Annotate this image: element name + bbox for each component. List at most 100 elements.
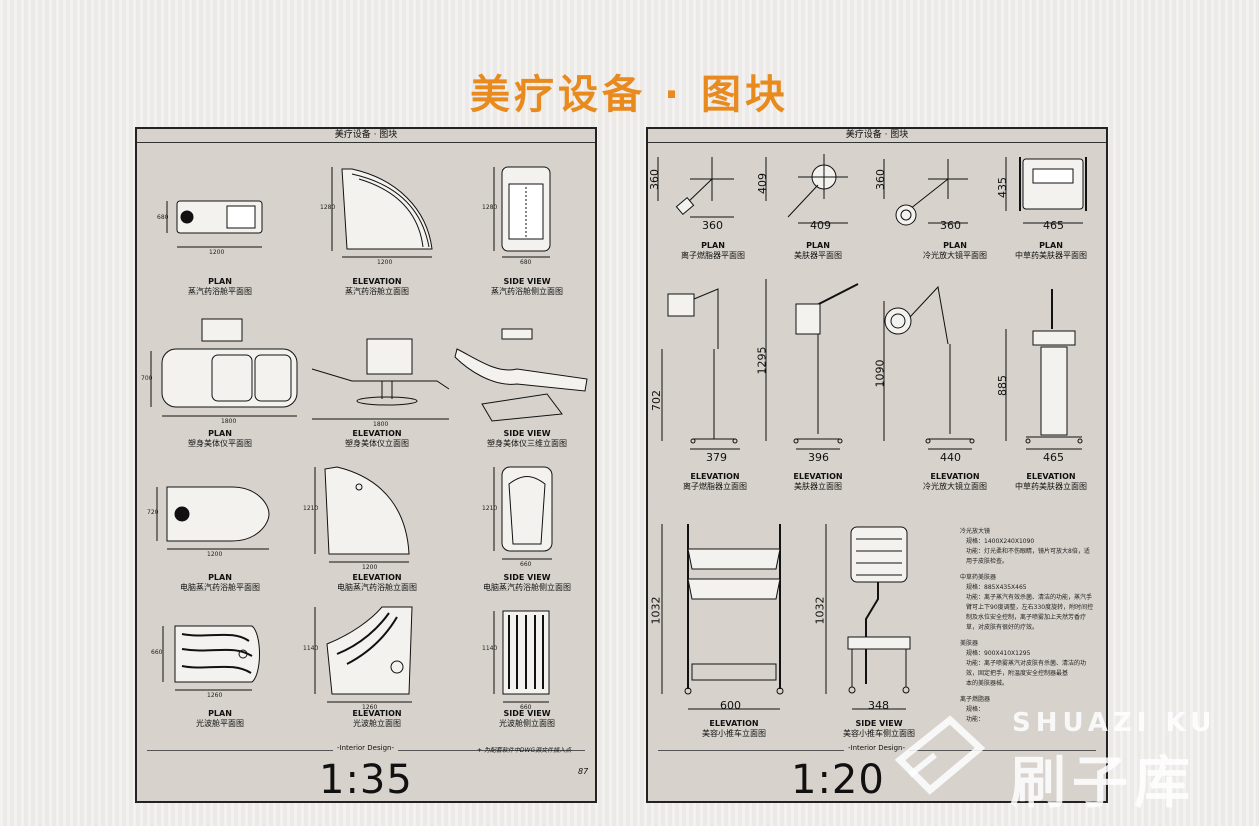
dim-label: 680 xyxy=(157,214,169,221)
dim-label: 360 xyxy=(702,219,723,232)
dim-label: 1280 xyxy=(482,204,498,211)
light-wave-cabin-elevation-drawing xyxy=(314,606,413,703)
watermark-cn: 刷子库 xyxy=(1010,751,1196,816)
left-drawing-sheet: 美疗设备 · 图块 xyxy=(135,127,597,803)
cold-light-magnifier-plan-drawing xyxy=(883,159,968,226)
dim-label: 600 xyxy=(720,699,741,712)
dim-label: 435 xyxy=(996,177,1009,198)
dim-label: 1280 xyxy=(320,204,336,211)
steam-cabin-plan-drawing xyxy=(166,200,263,248)
cold-light-magnifier-elevation-drawing xyxy=(883,285,975,450)
dim-label: 1800 xyxy=(373,421,389,428)
body-shaping-plan-drawing xyxy=(150,318,298,417)
dim-label: 1140 xyxy=(303,645,319,652)
skin-care-device-plan-drawing xyxy=(765,154,848,224)
body-shaping-3d-drawing xyxy=(454,328,588,422)
dim-label: 396 xyxy=(808,451,829,464)
dim-label: 660 xyxy=(520,704,532,711)
right-sheet-drawings xyxy=(657,154,1087,710)
spec-title: 离子燃脂器 xyxy=(960,696,991,703)
computer-steam-cabin-side-drawing xyxy=(493,466,553,560)
spec-line: 本的美肤器械。 xyxy=(966,680,1009,687)
dim-label: 1032 xyxy=(649,596,663,625)
spec-line: 臂可上下90度调整，左右330度旋转，附时间控 xyxy=(966,604,1094,611)
spec-line: 功能： xyxy=(966,716,985,723)
spec-title: 冷光放大镜 xyxy=(960,528,991,535)
dim-label: 360 xyxy=(648,169,661,190)
light-wave-cabin-side-drawing xyxy=(493,610,550,703)
dim-label: 1200 xyxy=(209,249,225,256)
skin-care-device-elevation-drawing xyxy=(765,279,859,450)
spec-title: 美肤器 xyxy=(960,640,979,647)
light-wave-cabin-plan-drawing xyxy=(162,625,260,691)
spec-line: 制及水位安全控制，离子喷雾加上天然芳香疗 xyxy=(966,614,1087,621)
computer-steam-cabin-elevation-drawing xyxy=(314,466,410,563)
dim-label: 360 xyxy=(874,169,887,190)
dim-label: 465 xyxy=(1043,451,1064,464)
dim-label: 1210 xyxy=(303,505,319,512)
dim-label: 348 xyxy=(868,699,889,712)
ion-fat-burner-elevation-drawing xyxy=(661,288,740,450)
ion-fat-burner-plan-drawing xyxy=(657,157,734,218)
dim-label: 1260 xyxy=(362,704,378,711)
dim-label: 1260 xyxy=(207,692,223,699)
dim-label: 440 xyxy=(940,451,961,464)
spec-title: 中草药美肤器 xyxy=(960,574,997,581)
dim-label: 660 xyxy=(151,649,163,656)
brush-logo-icon xyxy=(894,715,986,795)
dim-label: 720 xyxy=(147,509,159,516)
spec-line: 规格：1400X240X1090 xyxy=(966,538,1035,545)
dim-label: 409 xyxy=(756,173,769,194)
dim-label: 660 xyxy=(520,561,532,568)
watermark-latin: SHUAZI KU xyxy=(1012,708,1217,738)
steam-cabin-side-drawing xyxy=(493,166,551,258)
page-number: 87 xyxy=(578,767,589,776)
computer-steam-cabin-plan-drawing xyxy=(156,486,270,550)
beauty-cart-elevation-drawing xyxy=(661,524,784,710)
spec-line: 规格：885X435X465 xyxy=(966,584,1027,591)
dim-label: 465 xyxy=(1043,219,1064,232)
dim-label: 1200 xyxy=(207,551,223,558)
spec-line: 功能：灯光柔和不伤眼睛，镜片可放大8倍，适 xyxy=(966,548,1090,555)
dim-label: 360 xyxy=(940,219,961,232)
page-title: 美疗设备 · 图块 xyxy=(469,72,790,118)
dim-label: 700 xyxy=(141,375,153,382)
dim-label: 702 xyxy=(650,390,663,411)
dim-label: 1210 xyxy=(482,505,498,512)
scale-label: 1:20 xyxy=(791,757,885,803)
spec-line: 用于皮肤检查。 xyxy=(966,558,1009,565)
spec-line: 效，固定把手，附温度安全控制器最基 xyxy=(966,670,1069,677)
dim-label: 1090 xyxy=(873,359,887,388)
left-sheet-drawings xyxy=(150,166,588,703)
sheet-header: 美疗设备 · 图块 xyxy=(648,129,1106,143)
dim-label: 1295 xyxy=(755,346,769,375)
dim-label: 409 xyxy=(810,219,831,232)
spec-notes: 冷光放大镜 规格：1400X240X1090 功能：灯光柔和不伤眼睛，镜片可放大… xyxy=(960,521,1100,725)
dim-label: 1140 xyxy=(482,645,498,652)
dim-label: 1032 xyxy=(813,596,827,625)
steam-cabin-elevation-drawing xyxy=(331,167,433,258)
spec-line: 规格： xyxy=(966,706,985,713)
body-shaping-elevation-drawing xyxy=(311,338,450,420)
dim-label: 1200 xyxy=(362,564,378,571)
spec-line: 功能：离子喷雾蒸汽对皮肤有杀菌、清洁的功 xyxy=(966,660,1087,667)
herbal-skin-device-plan-drawing xyxy=(1005,157,1087,224)
